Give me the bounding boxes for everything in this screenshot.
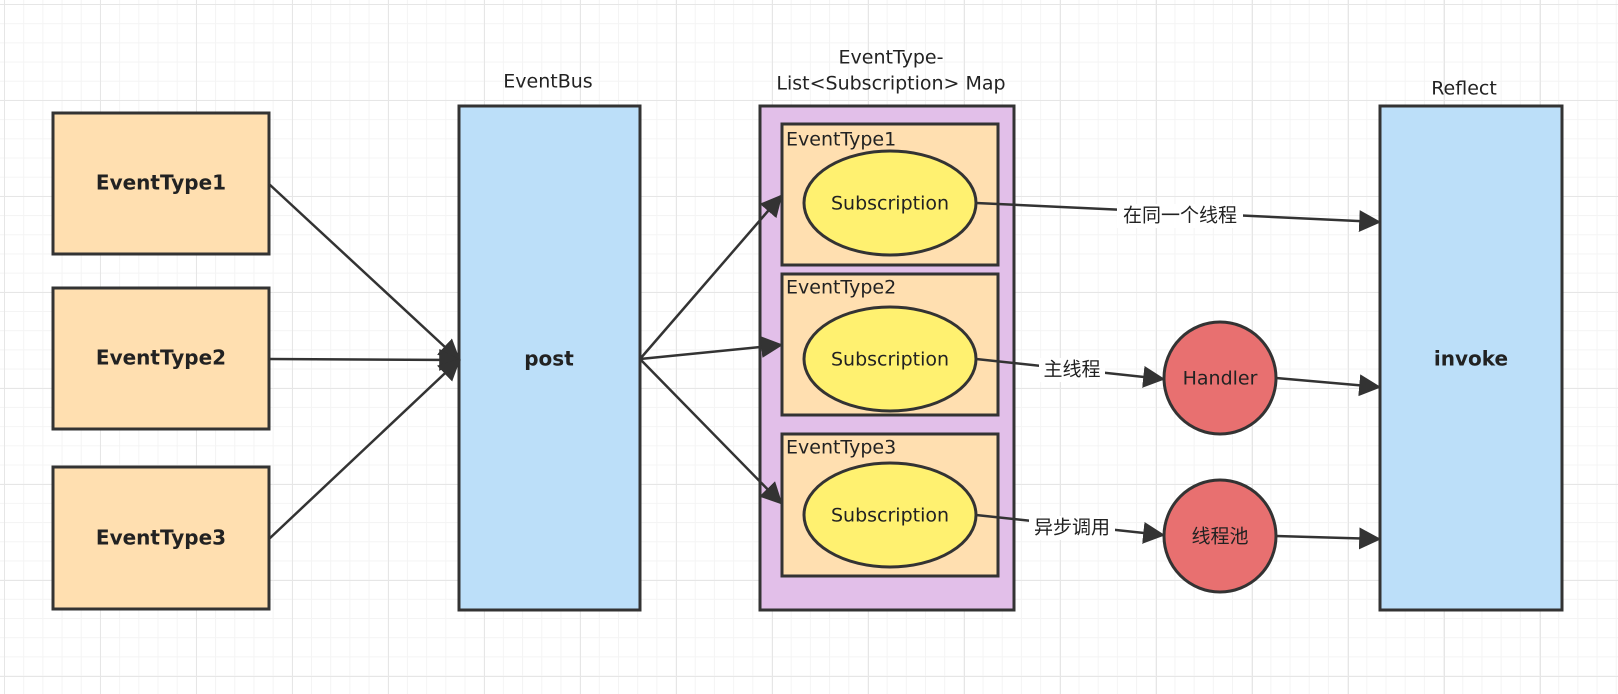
event-type-1-label: EventType1	[96, 171, 226, 195]
subscription-3-label: Subscription	[831, 505, 949, 527]
post-label: post	[524, 347, 574, 371]
invoke-label: invoke	[1434, 347, 1508, 371]
eventbus-caption: EventBus	[503, 71, 592, 93]
eventbus-post-node: post	[457, 104, 642, 612]
map-entry-2-type-label: EventType2	[786, 277, 896, 299]
event-type-2-node: EventType2	[51, 286, 271, 431]
map-caption-line2: List<Subscription> Map	[776, 73, 1005, 95]
map-entry-1: EventType1 Subscription	[780, 122, 1000, 267]
edge-event-type-1-to-post	[268, 183, 461, 362]
map-entry-2: EventType2 Subscription	[780, 272, 1000, 417]
label-async-call: 异步调用	[1034, 517, 1110, 539]
map-caption-line1: EventType-	[839, 47, 944, 69]
edge-post-to-entry-1	[639, 194, 783, 360]
edge-post-to-entry-2	[639, 336, 784, 361]
edge-pool-to-invoke	[1275, 527, 1382, 550]
label-main-thread: 主线程	[1043, 359, 1100, 381]
map-entry-3: EventType3 Subscription	[780, 432, 1000, 578]
edge-event-type-2-to-post	[268, 348, 462, 371]
map-entry-1-type-label: EventType1	[786, 129, 896, 151]
handler-label: Handler	[1183, 368, 1258, 390]
edge-handler-to-invoke	[1275, 374, 1382, 397]
thread-pool-node: 线程池	[1162, 478, 1278, 594]
label-same-thread: 在同一个线程	[1123, 205, 1237, 227]
subscription-2-label: Subscription	[831, 349, 949, 371]
handler-node: Handler	[1162, 320, 1278, 436]
subscription-1-label: Subscription	[831, 193, 949, 215]
thread-pool-label: 线程池	[1191, 526, 1248, 548]
reflect-invoke-node: invoke	[1378, 104, 1564, 612]
edge-event-type-3-to-post	[268, 358, 461, 540]
map-entry-3-type-label: EventType3	[786, 437, 896, 459]
event-type-3-node: EventType3	[51, 465, 271, 611]
reflect-caption: Reflect	[1431, 78, 1497, 100]
event-type-2-label: EventType2	[96, 346, 226, 370]
event-type-3-label: EventType3	[96, 526, 226, 550]
edge-post-to-entry-3	[639, 358, 783, 505]
event-type-1-node: EventType1	[51, 111, 271, 256]
